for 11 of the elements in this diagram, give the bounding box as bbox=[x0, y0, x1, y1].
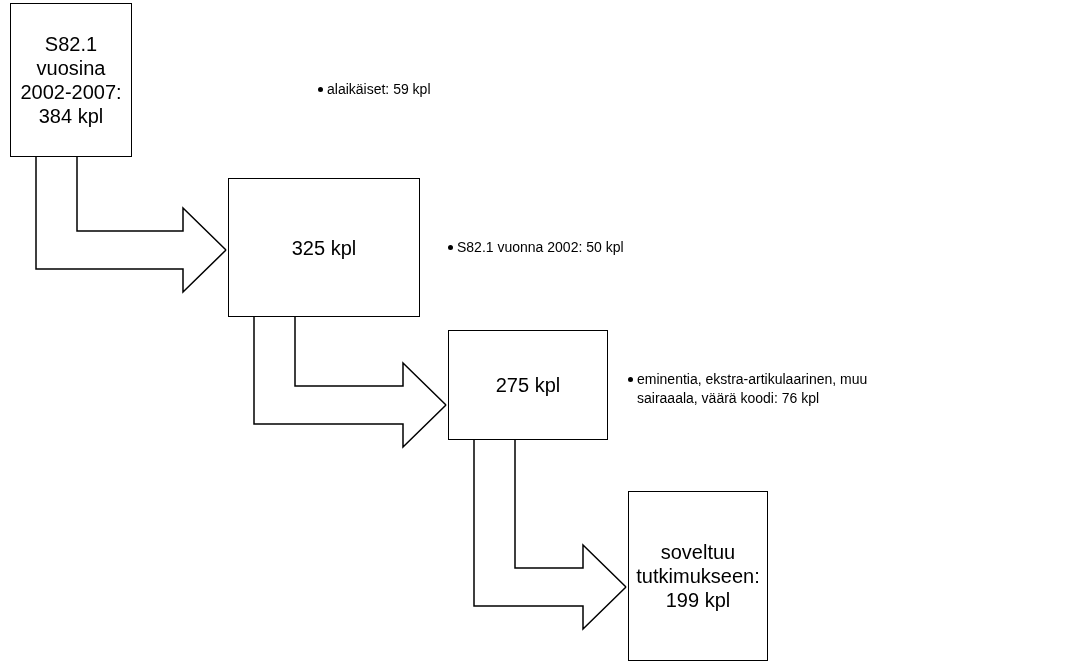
box-label: S82.1 vuosina 2002-2007: 384 kpl bbox=[19, 32, 123, 128]
process-box bbox=[628, 491, 768, 661]
process-box bbox=[228, 178, 420, 317]
exclusion-note: alaikäiset: 59 kpl bbox=[327, 80, 431, 99]
box-label: soveltuu tutkimukseen: 199 kpl bbox=[635, 540, 761, 612]
box-label: 325 kpl bbox=[291, 235, 357, 260]
process-box bbox=[10, 3, 132, 157]
process-box bbox=[448, 330, 608, 440]
exclusion-note: S82.1 vuonna 2002: 50 kpl bbox=[457, 238, 624, 257]
box-label: 275 kpl bbox=[495, 373, 561, 397]
exclusion-note: eminentia, ekstra-artikulaarinen, muu sairaaala, väärä koodi: 76 kpl bbox=[637, 370, 869, 408]
